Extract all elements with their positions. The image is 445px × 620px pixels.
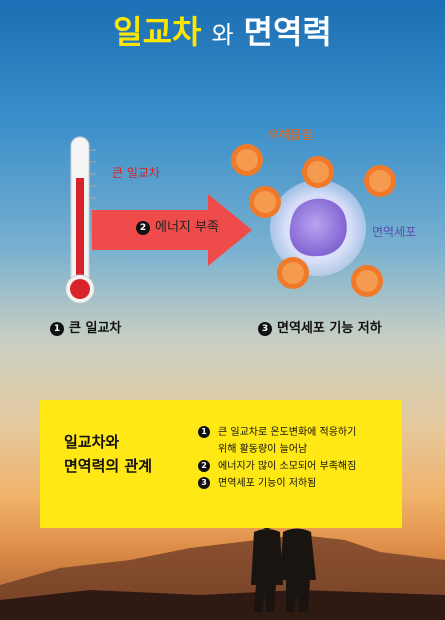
list-item-line1: 면역세포 기능이 저하됨 <box>218 478 317 489</box>
title-part2: 면역력 <box>243 13 332 51</box>
step-1-label: 큰 일교차 <box>69 321 122 336</box>
summary-list: 1 큰 일교차로 온도변화에 적응하기 위해 활동량이 늘어남 2 에너지가 많… <box>198 424 398 492</box>
thermometer-icon <box>65 136 96 304</box>
step-3-number: 3 <box>258 321 272 336</box>
summary-box: 일교차와 면역력의 관계 1 큰 일교차로 온도변화에 적응하기 위해 활동량이… <box>40 400 402 528</box>
step-3-label: 면역세포 기능 저하 <box>277 321 382 336</box>
arrow-step-number: 2 <box>136 220 150 235</box>
list-item-line2: 위해 활동량이 늘어남 <box>218 444 308 455</box>
list-item: 3 면역세포 기능이 저하됨 <box>198 475 398 492</box>
mountain-silhouette <box>0 535 445 620</box>
title-part1: 일교차 <box>113 13 202 51</box>
title-connector: 와 <box>211 21 234 49</box>
summary-heading-line2: 면역력의 관계 <box>64 457 153 475</box>
immune-cell-label: 면역세포 <box>372 225 417 239</box>
harmful-substance-label: 유해물질 <box>268 128 313 142</box>
step-1-number: 1 <box>50 321 64 336</box>
list-item: 2 에너지가 많이 소모되어 부족해짐 <box>198 458 398 475</box>
arrow-label-group: 2 에너지 부족 <box>136 216 219 235</box>
step-3: 3 면역세포 기능 저하 <box>258 317 382 336</box>
list-item-number: 1 <box>198 426 210 438</box>
list-item-line1: 에너지가 많이 소모되어 부족해짐 <box>218 461 357 472</box>
thermometer-label: 큰 일교차 <box>112 166 160 180</box>
summary-heading: 일교차와 면역력의 관계 <box>64 430 152 478</box>
summary-heading-line1: 일교차와 <box>64 433 120 451</box>
page-title: 일교차 와 면역력 <box>0 10 445 57</box>
list-item-number: 3 <box>198 477 210 489</box>
arrow-shape <box>92 194 252 266</box>
immune-cell-icon <box>270 180 366 276</box>
arrow-label: 에너지 부족 <box>155 220 219 235</box>
list-item: 1 큰 일교차로 온도변화에 적응하기 위해 활동량이 늘어남 <box>198 424 398 458</box>
step-1: 1 큰 일교차 <box>50 317 121 336</box>
list-item-number: 2 <box>198 460 210 472</box>
list-item-line1: 큰 일교차로 온도변화에 적응하기 <box>218 427 357 438</box>
